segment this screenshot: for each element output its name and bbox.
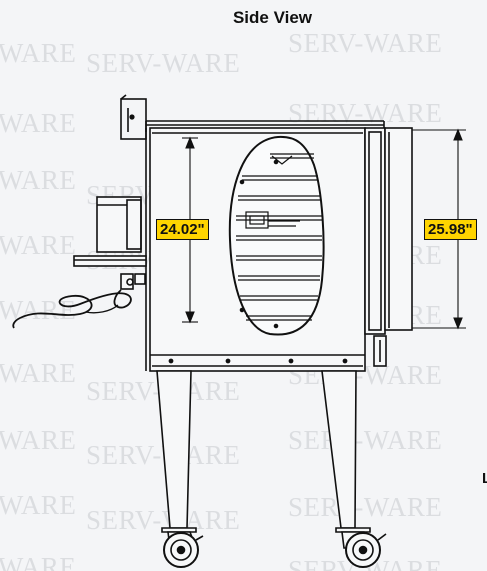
front-left-leg	[156, 370, 192, 529]
rack-window	[228, 135, 325, 336]
gas-connector	[12, 273, 146, 329]
front-door	[364, 127, 413, 367]
caster-left	[161, 527, 204, 568]
dimension-label-oven-height: 24.02"	[156, 219, 209, 240]
caster-right	[335, 527, 387, 568]
rear-right-leg	[321, 370, 357, 529]
rear-flue-bracket	[120, 94, 147, 140]
truncated-label: L	[482, 470, 487, 487]
side-shelf	[73, 255, 147, 267]
page-title: Side View	[232, 8, 313, 27]
dimension-label-door-height: 25.98"	[424, 219, 477, 240]
side-control-box	[96, 196, 142, 253]
